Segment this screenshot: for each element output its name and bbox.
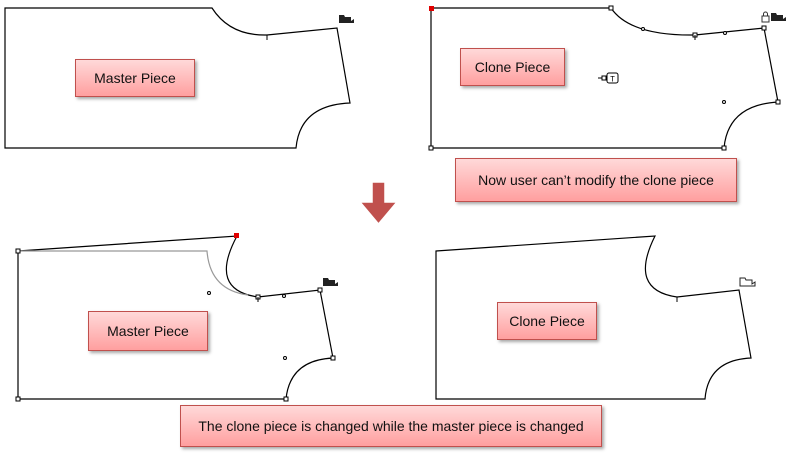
bottom-clone-piece: [435, 235, 752, 400]
top-clone-label: Clone Piece: [460, 48, 565, 86]
svg-text:T: T: [610, 76, 615, 85]
selected-point: [234, 233, 239, 238]
folder-icon: [323, 13, 786, 287]
lock-icon: [761, 11, 770, 23]
bottom-note: The clone piece is changed while the mas…: [180, 405, 602, 447]
top-note: Now user can’t modify the clone piece: [455, 158, 737, 202]
control-points: [15, 5, 781, 402]
bottom-master-original-outline: [18, 250, 249, 296]
top-clone-piece: [430, 7, 779, 149]
selected-point: [429, 6, 434, 11]
down-arrow-icon: [358, 181, 399, 226]
bottom-clone-label: Clone Piece: [497, 302, 597, 340]
text-marker-icon: T: [598, 72, 619, 85]
top-master-label: Master Piece: [75, 59, 195, 97]
top-master-piece: [4, 7, 351, 149]
grainline-ticks: [257, 35, 696, 302]
bottom-master-label: Master Piece: [88, 311, 208, 351]
